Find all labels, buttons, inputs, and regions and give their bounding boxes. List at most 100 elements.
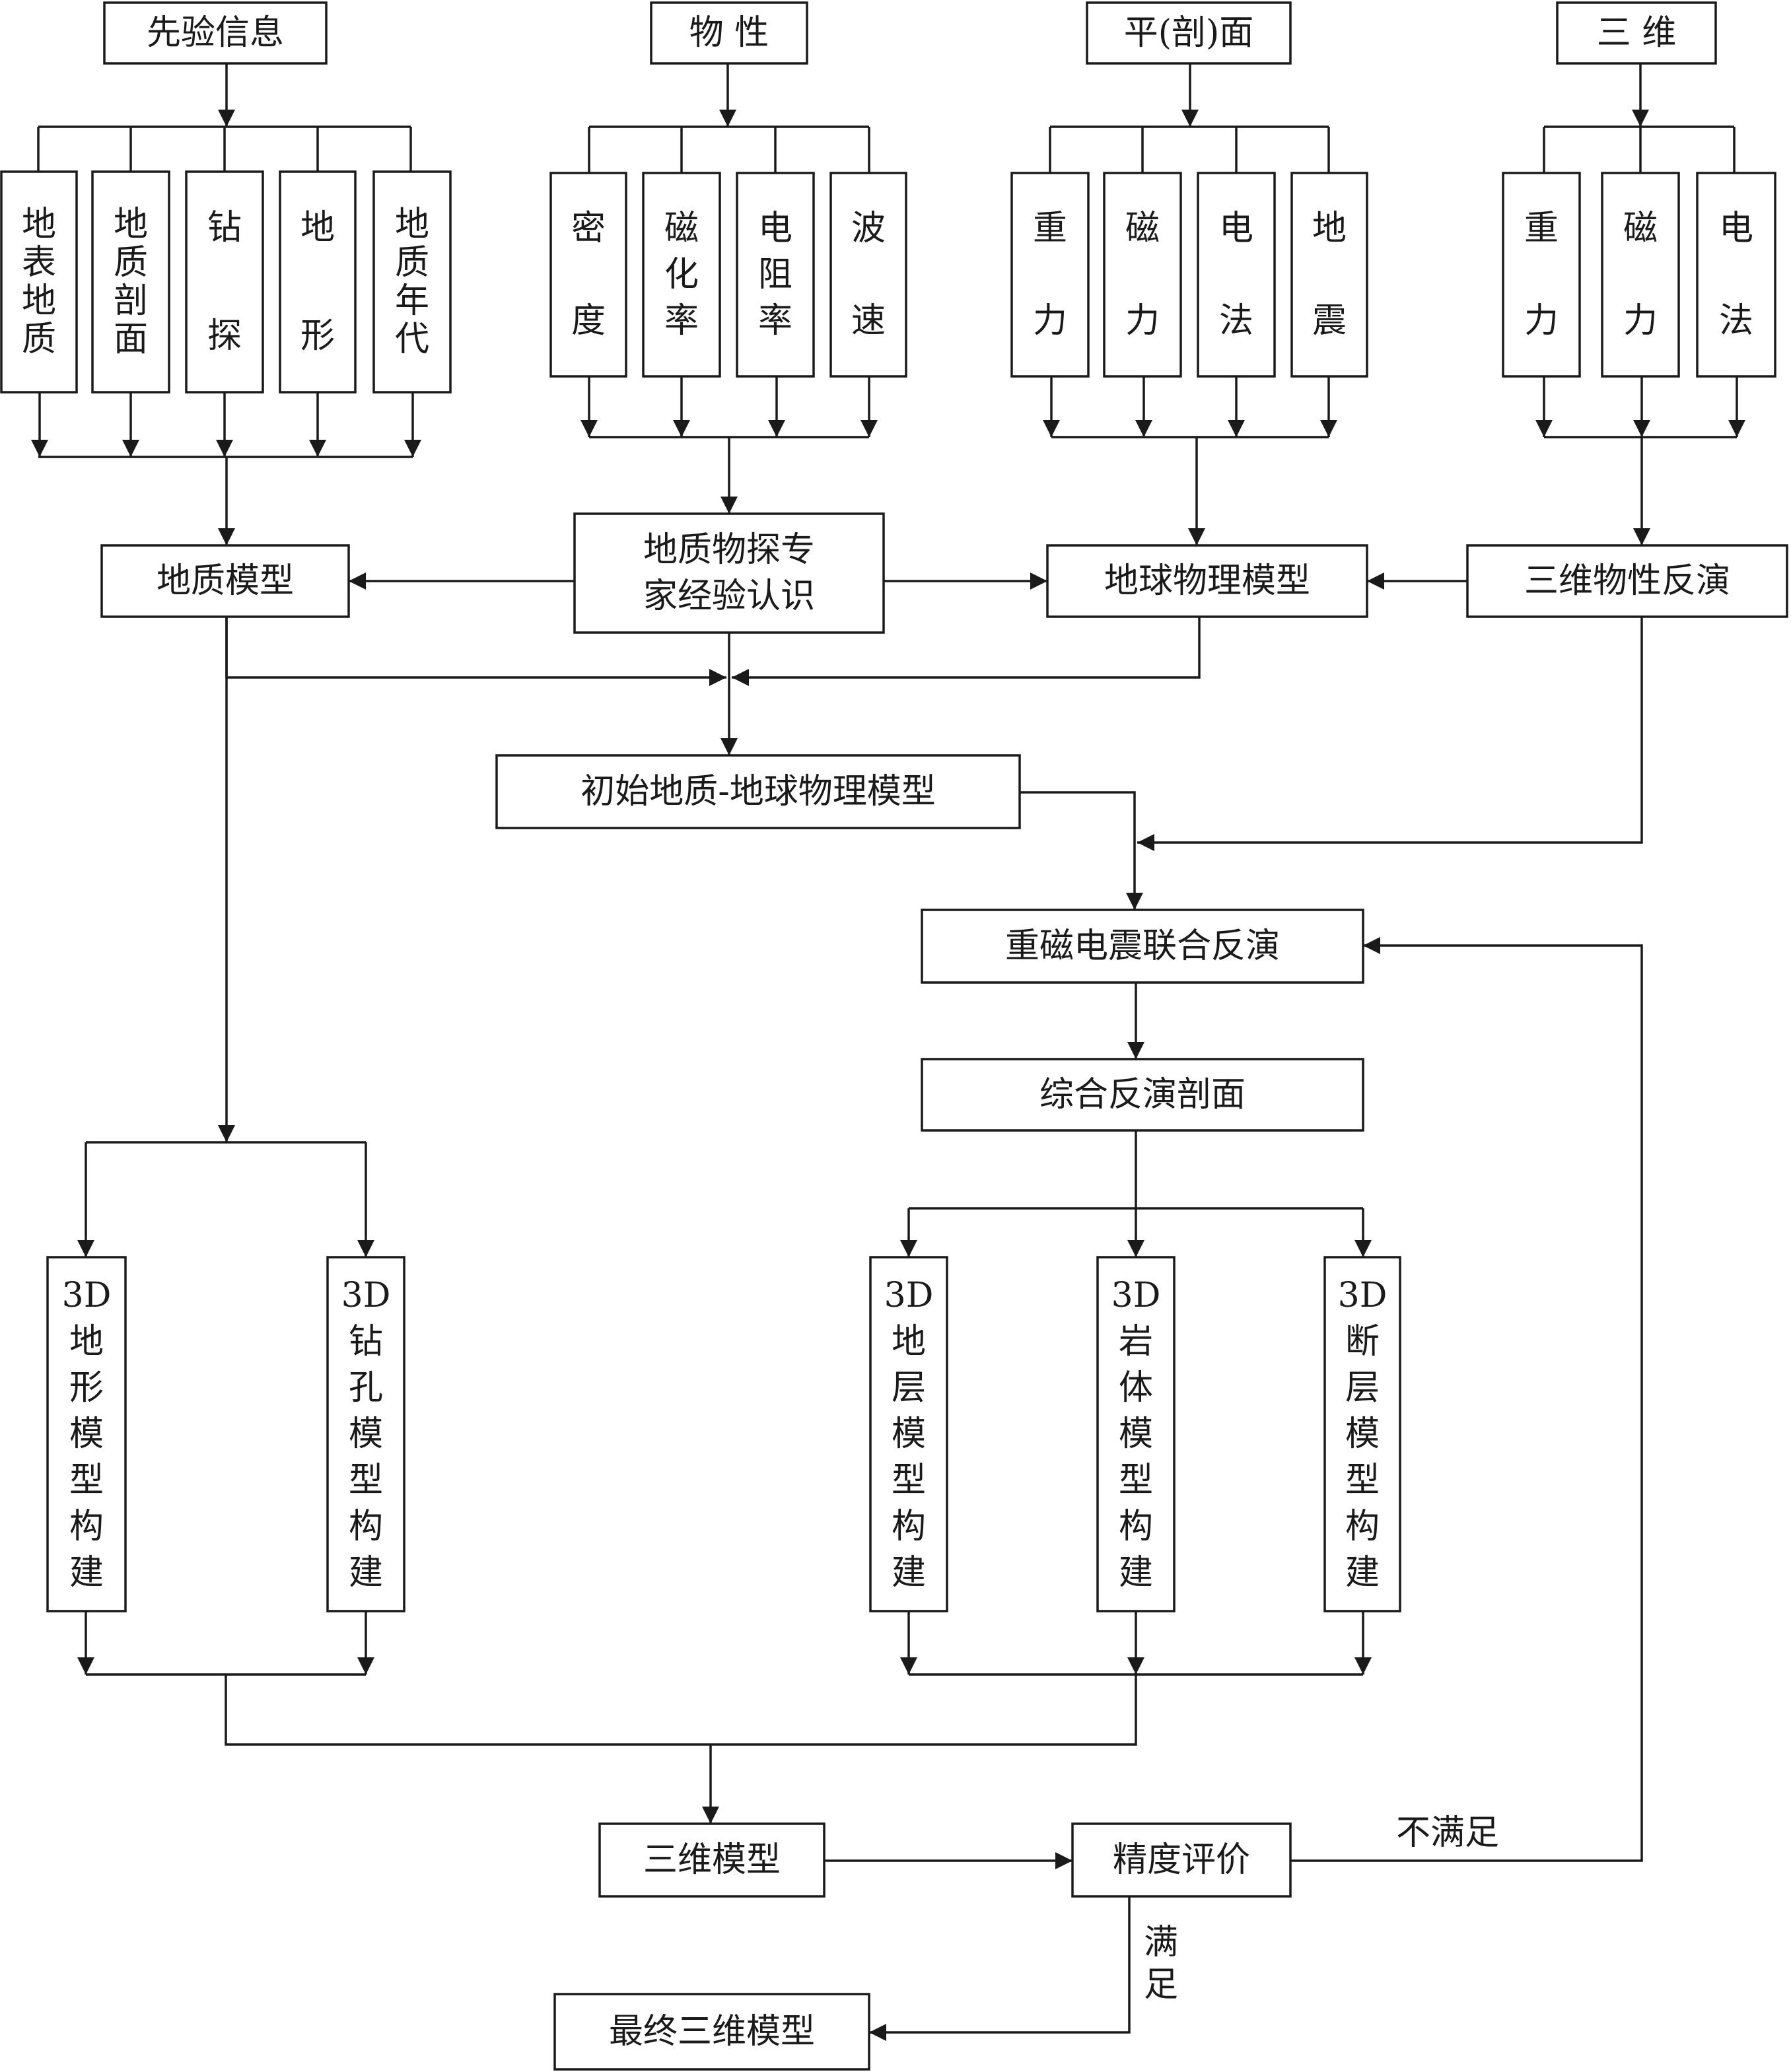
- node-box: [1086, 1, 1292, 65]
- node-box: [598, 1822, 825, 1898]
- node-three-d: 三 维: [1556, 1, 1717, 65]
- node-box: [1466, 544, 1788, 618]
- node-box: [1071, 1822, 1292, 1898]
- node-label: 精度评价: [1113, 1840, 1250, 1880]
- node-electric-3d: 电法: [1696, 172, 1776, 378]
- node-label: 磁力: [1623, 209, 1658, 341]
- node-label: 三维物性反演: [1524, 561, 1730, 601]
- node-label: 波速: [851, 209, 886, 341]
- node-label: 平(剖)面: [1124, 13, 1254, 53]
- node-box: [326, 1256, 405, 1612]
- node-box: [553, 1993, 870, 2071]
- node-initial-model: 初始地质-地球物理模型: [495, 754, 1021, 829]
- connector-arrow: [225, 1675, 1137, 1746]
- node-label: 地质模型: [157, 561, 294, 601]
- node-label: 电法: [1219, 209, 1253, 341]
- node-label: 地表地质: [22, 205, 56, 359]
- node-label: 地质年代: [395, 205, 429, 359]
- connector-arrow: [1020, 791, 1143, 910]
- node-geophysical-model: 地球物理模型: [1046, 544, 1368, 618]
- node-label: 电阻率: [758, 209, 792, 341]
- node-label: 初始地质-地球物理模型: [580, 772, 936, 812]
- node-box: [829, 172, 907, 378]
- connector-arrow: [869, 1896, 1131, 2041]
- node-box: [100, 544, 350, 618]
- label-not-satisfied: 不满足: [1396, 1813, 1499, 1853]
- node-label: 地形: [300, 208, 335, 356]
- node-inversion-section: 综合反演剖面: [921, 1058, 1364, 1132]
- node-box: [1502, 172, 1581, 378]
- node-box: [1323, 1256, 1401, 1612]
- node-electric-2d: 电法: [1197, 172, 1276, 378]
- node-box: [46, 1256, 127, 1612]
- node-label: 地球物理模型: [1104, 561, 1310, 601]
- node-label: 重磁电震联合反演: [1005, 926, 1280, 966]
- node-box: [921, 1058, 1364, 1132]
- node-geologic-age: 地质年代: [372, 170, 452, 394]
- node-geologic-model: 地质模型: [100, 544, 350, 618]
- node-box: [650, 1, 808, 65]
- node-label: 地质物探专家经验认识: [643, 530, 815, 616]
- node-terrain: 地形: [279, 170, 357, 394]
- node-joint-inversion: 重磁电震联合反演: [921, 909, 1364, 984]
- node-inversion-3d: 三维物性反演: [1466, 544, 1788, 618]
- node-label: 最终三维模型: [609, 2012, 815, 2052]
- node-seismic-2d: 地震: [1290, 172, 1368, 378]
- node-magnetic-susceptibility: 磁化率: [642, 172, 721, 378]
- node-label: 电法: [1719, 209, 1753, 341]
- node-accuracy-eval: 精度评价: [1071, 1822, 1292, 1898]
- node-drilling: 钻探: [185, 170, 264, 394]
- node-plane-section: 平(剖)面: [1086, 1, 1292, 65]
- node-label: 钻探: [207, 208, 242, 356]
- node-box: [1601, 172, 1680, 378]
- connector-arrow: [1290, 937, 1643, 1862]
- node-label: 密度: [571, 209, 606, 341]
- connector-arrow: [732, 617, 1201, 686]
- node-box: [1290, 172, 1368, 378]
- node-box: [279, 170, 357, 394]
- node-label: 地质剖面: [114, 205, 148, 359]
- node-box: [1010, 172, 1090, 378]
- node-final-model: 最终三维模型: [553, 1993, 870, 2071]
- node-gravity-3d: 重力: [1502, 172, 1581, 378]
- node-density: 密度: [549, 172, 627, 378]
- node-expert-knowledge: 地质物探专家经验认识: [573, 512, 885, 634]
- node-label: 先验信息: [147, 13, 284, 53]
- node-magnetic-3d: 磁力: [1601, 172, 1680, 378]
- node-geologic-section: 地质剖面: [91, 170, 170, 394]
- node-box: [736, 172, 815, 378]
- node-box: [1046, 544, 1368, 618]
- node-box: [921, 909, 1364, 984]
- node-label: 三维模型: [643, 1840, 781, 1880]
- node-label: 综合反演剖面: [1039, 1075, 1246, 1115]
- node-magnetic-2d: 磁力: [1103, 172, 1182, 378]
- node-box: [91, 170, 170, 394]
- node-label: 重力: [1033, 209, 1067, 341]
- connector-arrow: [1137, 617, 1643, 851]
- node-box: [185, 170, 264, 394]
- connectors: [31, 63, 1745, 2041]
- node-box: [869, 1256, 948, 1612]
- node-box: [642, 172, 721, 378]
- node-box: [1096, 1256, 1176, 1612]
- node-model-3d: 三维模型: [598, 1822, 825, 1898]
- node-box: [1556, 1, 1717, 65]
- node-label: 磁力: [1125, 209, 1160, 341]
- node-label: 地震: [1312, 209, 1347, 341]
- node-surface-geology: 地表地质: [0, 170, 78, 394]
- node-gravity-2d: 重力: [1010, 172, 1090, 378]
- node-label: 重力: [1524, 209, 1559, 341]
